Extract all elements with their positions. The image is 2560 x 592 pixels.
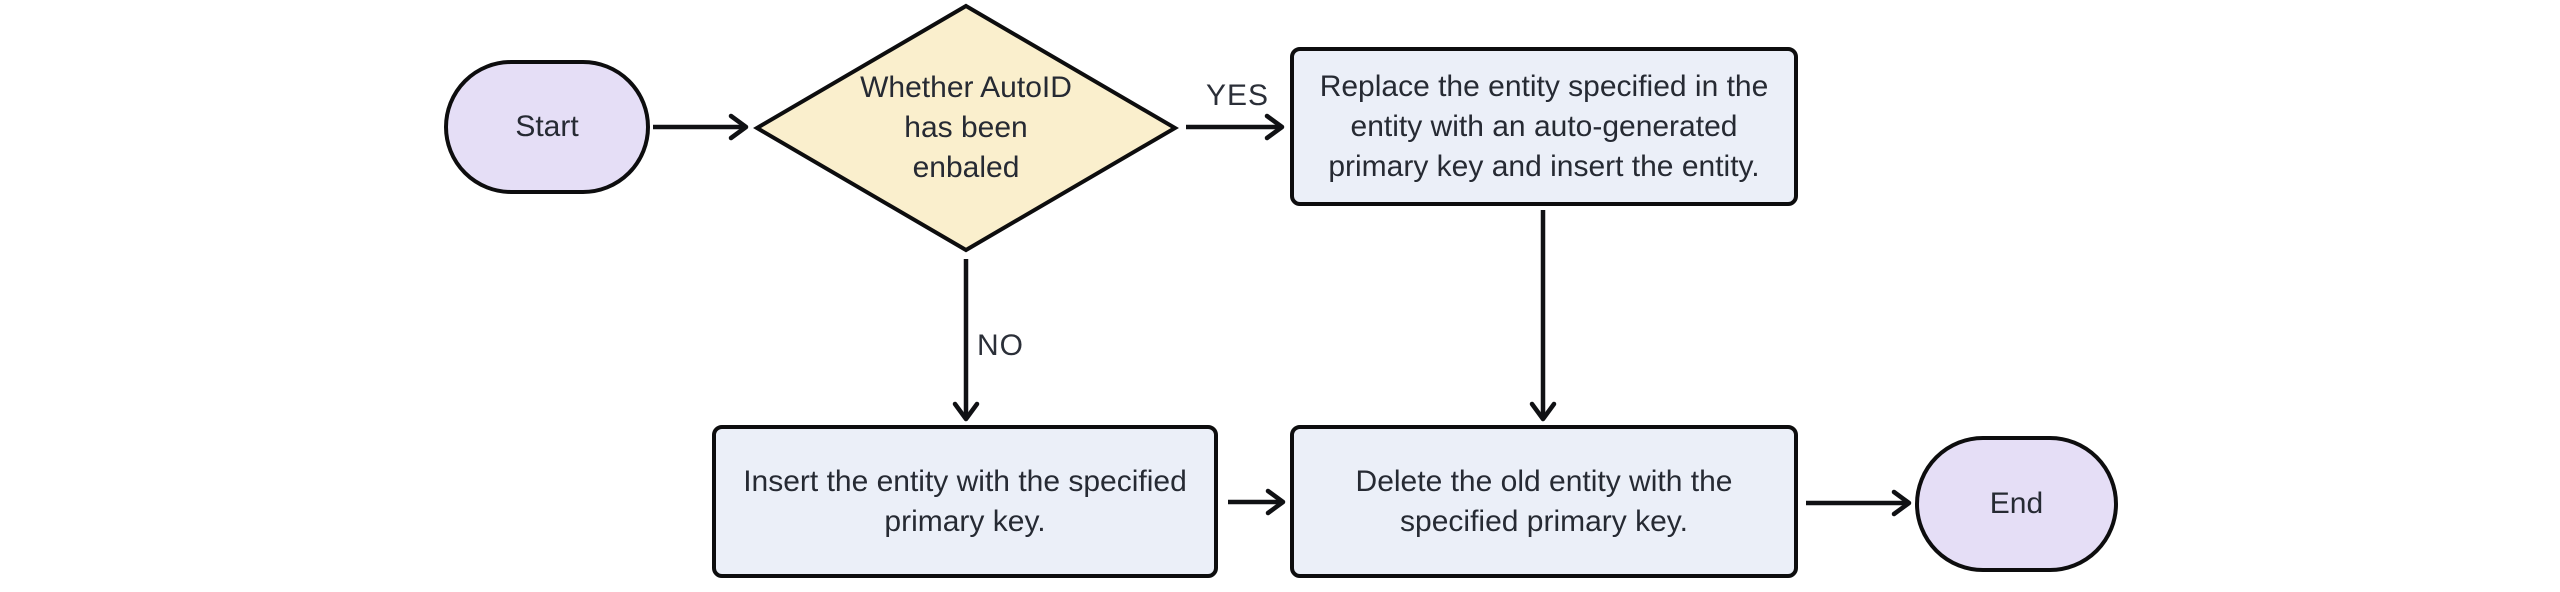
node-start: Start [444,60,650,194]
node-insert-label: Insert the entity with the specified pri… [743,464,1187,538]
node-delete-label: Delete the old entity with the specified… [1355,464,1733,538]
node-end-label: End [1989,487,2044,520]
node-end: End [1915,436,2118,572]
node-decision-label: Whether AutoID has been enbaled [860,71,1072,184]
node-insert: Insert the entity with the specified pri… [712,425,1218,578]
node-delete: Delete the old entity with the specified… [1290,425,1798,578]
node-replace-label: Replace the entity specified in the enti… [1319,69,1769,183]
edge-label-no: NO [977,329,1024,362]
node-replace: Replace the entity specified in the enti… [1290,47,1798,206]
diamond-shape [753,3,1179,253]
node-decision: Whether AutoID has been enbaled [753,2,1179,254]
node-start-label: Start [515,110,579,143]
edge-label-yes: YES [1206,79,1270,112]
